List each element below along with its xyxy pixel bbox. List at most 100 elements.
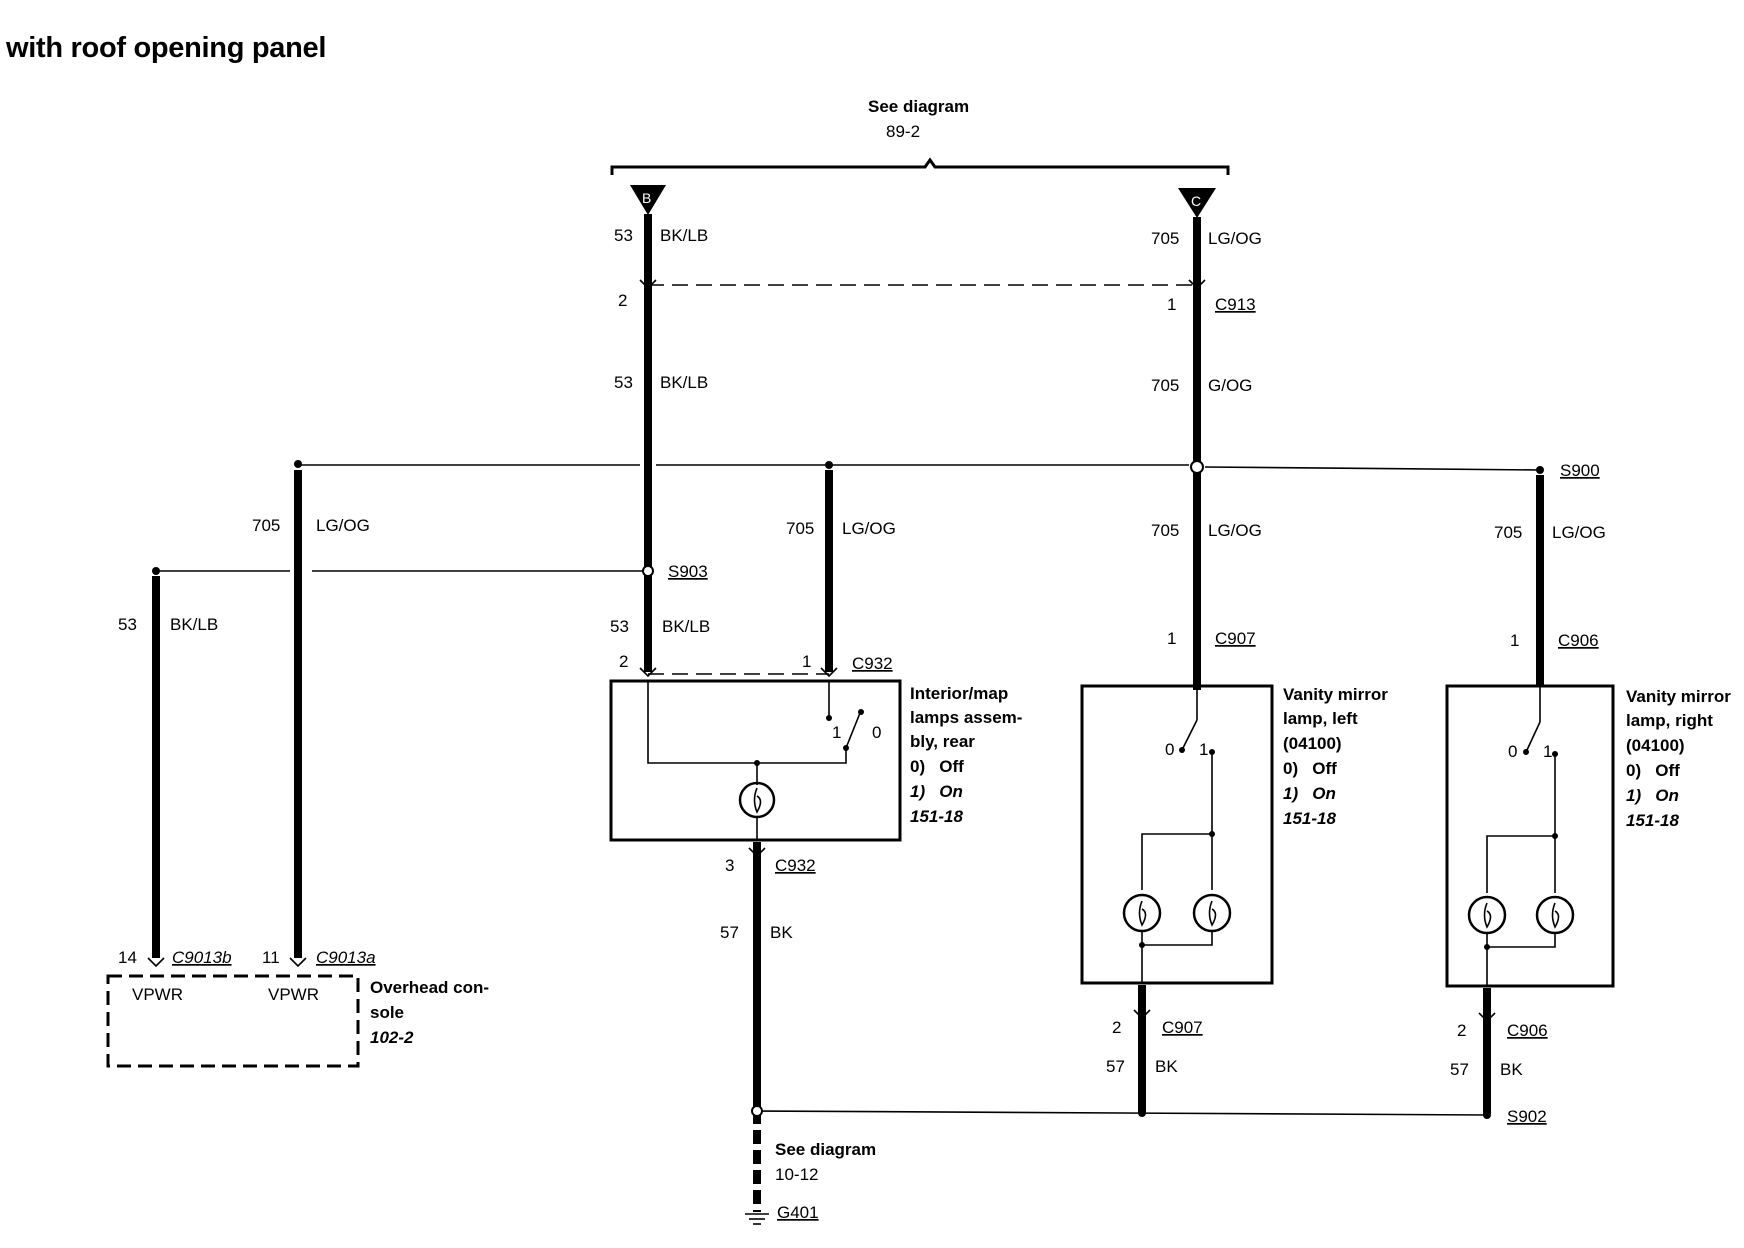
c9013b-pin: 14 [118, 948, 137, 967]
c913-pin-left: 2 [618, 291, 627, 310]
interior-switch-0: 0 [872, 723, 881, 742]
wire-705-left-number: 705 [252, 516, 280, 535]
wire-705-top-color: LG/OG [1208, 229, 1262, 248]
vanity-right-box [1445, 684, 1615, 988]
vanity-left-ref: 151-18 [1283, 809, 1336, 828]
wire-53-s903-color: BK/LB [662, 617, 710, 636]
wire-57-c906-number: 57 [1450, 1060, 1469, 1079]
wire-53-left-number: 53 [118, 615, 137, 634]
ground-g401-label: G401 [777, 1203, 819, 1222]
wire-53-top-color: BK/LB [660, 226, 708, 245]
vanity-right-title-line3: (04100) [1626, 736, 1685, 755]
interior-switch-1: 1 [832, 723, 841, 742]
wire-705-mid-color: G/OG [1208, 376, 1252, 395]
c906-bottom-label: C906 [1507, 1021, 1548, 1040]
wire-705-c907-color: LG/OG [1208, 521, 1262, 540]
wire-53-mid-number: 53 [614, 373, 633, 392]
vanity-left-switch-0: 0 [1165, 740, 1174, 759]
c9013a-label: C9013a [316, 948, 376, 967]
vanity-left-state-on: 1) On [1283, 784, 1336, 803]
wire-705-c932-color: LG/OG [842, 519, 896, 538]
c913-pin-right: 1 [1167, 295, 1176, 314]
c9013a-pin: 11 [262, 948, 280, 967]
c907-pin-1: 1 [1167, 629, 1176, 648]
c932-bottom-label: C932 [775, 856, 816, 875]
see-diagram-top-line1: See diagram [868, 97, 969, 116]
vanity-left-box [1080, 684, 1274, 985]
vanity-left-title-line1: Vanity mirror [1283, 685, 1388, 704]
wire-57-c907-number: 57 [1106, 1057, 1125, 1076]
wire-705-c932-number: 705 [786, 519, 814, 538]
c932-pin-1: 1 [802, 652, 811, 671]
interior-lamp-title-line2: lamps assem- [910, 708, 1022, 727]
overhead-console-vpwr-1: VPWR [132, 985, 183, 1004]
vanity-right-state-off: 0) Off [1626, 761, 1680, 780]
c932-top-label: C932 [852, 654, 893, 673]
vanity-right-title-line2: lamp, right [1626, 711, 1713, 730]
vanity-right-switch-0: 0 [1508, 742, 1517, 761]
vanity-right-ref: 151-18 [1626, 811, 1679, 830]
wire-57-main-number: 57 [720, 923, 739, 942]
overhead-console-vpwr-2: VPWR [268, 985, 319, 1004]
c907-pin-2: 2 [1112, 1018, 1121, 1037]
c906-pin-1: 1 [1510, 631, 1519, 650]
ground-see-diagram-line1: See diagram [775, 1140, 876, 1159]
wire-705-c907-number: 705 [1151, 521, 1179, 540]
interior-lamp-title-line1: Interior/map [910, 684, 1008, 703]
wire-705-left-color: LG/OG [316, 516, 370, 535]
vanity-left-switch-1: 1 [1199, 740, 1208, 759]
wire-53-s903-number: 53 [610, 617, 629, 636]
wire-57-main-color: BK [770, 923, 793, 942]
see-diagram-brace [610, 157, 1230, 175]
vanity-left-state-off: 0) Off [1283, 759, 1337, 778]
c913-label: C913 [1215, 295, 1256, 314]
c9013b-label: C9013b [172, 948, 232, 967]
splice-s902-label: S902 [1507, 1107, 1547, 1126]
vanity-left-switch-blade [1182, 719, 1198, 749]
s900-bus-right [1204, 466, 1541, 471]
wire-57-c906-color: BK [1500, 1060, 1523, 1079]
interior-lamp-state-on: 1) On [910, 782, 963, 801]
vanity-right-switch-1: 1 [1543, 742, 1552, 761]
wire-705-top-number: 705 [1151, 229, 1179, 248]
page-title: with roof opening panel [6, 32, 327, 64]
interior-switch-blade [845, 712, 861, 749]
s902-bus [756, 1110, 1488, 1116]
interior-lamp-ref: 151-18 [910, 807, 963, 826]
connector-b-label: B [642, 190, 651, 206]
see-diagram-top-line2: 89-2 [886, 122, 920, 141]
ground-icon [745, 1213, 769, 1225]
wire-53-left-color: BK/LB [170, 615, 218, 634]
overhead-console-box [106, 974, 360, 1068]
interior-lamp-title-line3: bly, rear [910, 732, 975, 751]
vanity-right-title-line1: Vanity mirror [1626, 687, 1731, 706]
splice-s903-label: S903 [668, 562, 708, 581]
wire-705-c906-number: 705 [1494, 523, 1522, 542]
connector-c-label: C [1191, 193, 1201, 209]
wire-705-c906-color: LG/OG [1552, 523, 1606, 542]
overhead-console-title-line2: sole [370, 1003, 404, 1022]
wire-705-mid-number: 705 [1151, 376, 1179, 395]
overhead-console-ref: 102-2 [370, 1028, 414, 1047]
vanity-left-title-line2: lamp, left [1283, 709, 1358, 728]
ground-see-diagram-line2: 10-12 [775, 1165, 818, 1184]
c906-pin-2: 2 [1457, 1021, 1466, 1040]
c906-top-label: C906 [1558, 631, 1599, 650]
splice-s900-label: S900 [1560, 461, 1600, 480]
vanity-right-state-on: 1) On [1626, 786, 1679, 805]
c932-pin-3: 3 [725, 856, 734, 875]
wire-53-top-number: 53 [614, 226, 633, 245]
vanity-right-switch-blade [1526, 721, 1541, 751]
wire-57-c907-color: BK [1155, 1057, 1178, 1076]
interior-lamp-box [609, 679, 902, 842]
overhead-console-title-line1: Overhead con- [370, 978, 489, 997]
wire-53-mid-color: BK/LB [660, 373, 708, 392]
c907-top-label: C907 [1215, 629, 1256, 648]
interior-lamp-state-off: 0) Off [910, 757, 964, 776]
c932-pin-2: 2 [619, 652, 628, 671]
connector-ref-b: B [630, 185, 666, 215]
c907-bottom-label: C907 [1162, 1018, 1203, 1037]
vanity-left-title-line3: (04100) [1283, 734, 1342, 753]
connector-ref-c: C [1178, 188, 1216, 218]
